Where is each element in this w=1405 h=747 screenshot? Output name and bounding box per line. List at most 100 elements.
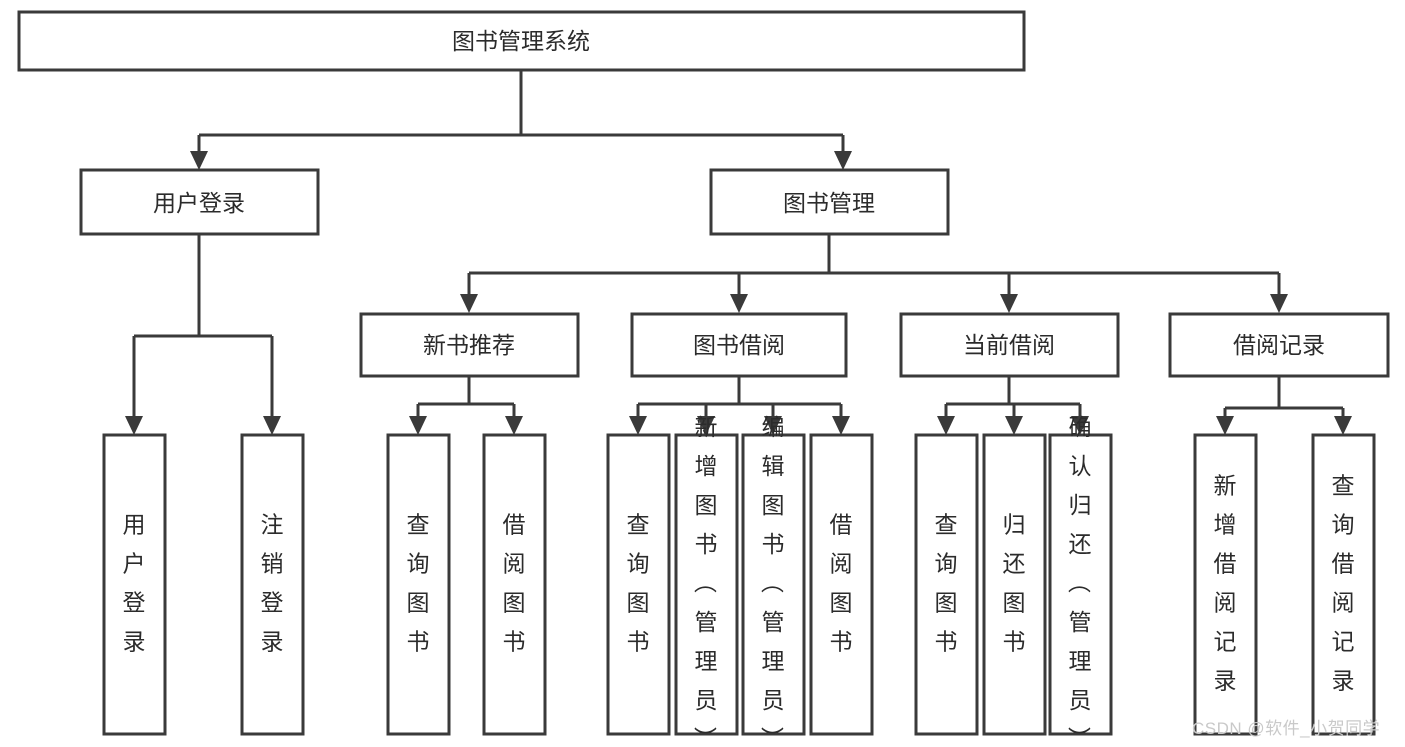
svg-text:询: 询 xyxy=(1332,512,1355,538)
svg-text:录: 录 xyxy=(1214,668,1237,694)
svg-text:新: 新 xyxy=(1214,473,1237,499)
svg-text:还: 还 xyxy=(1003,551,1026,577)
svg-text:员: 员 xyxy=(1069,687,1092,713)
svg-text:登: 登 xyxy=(261,590,284,616)
svg-text:编: 编 xyxy=(762,414,785,440)
svg-text:理: 理 xyxy=(762,648,785,674)
svg-text:询: 询 xyxy=(627,551,650,577)
node-book-manage[interactable]: 图书管理 xyxy=(709,168,950,236)
svg-text:辑: 辑 xyxy=(762,453,785,479)
svg-text:书: 书 xyxy=(935,629,958,655)
leaf-current-borrow-2[interactable] xyxy=(1048,433,1113,736)
svg-text:增: 增 xyxy=(1214,512,1237,538)
leaf-borrow-record-1[interactable] xyxy=(1311,433,1376,736)
connector-book-manage-to-level3 xyxy=(460,234,1288,313)
svg-text:阅: 阅 xyxy=(1332,590,1355,616)
leaf-new-book-0[interactable] xyxy=(386,433,451,736)
svg-text:查: 查 xyxy=(627,512,650,538)
svg-text:管: 管 xyxy=(695,609,718,635)
svg-text:理: 理 xyxy=(1069,648,1092,674)
node-book-manage-label: 图书管理 xyxy=(783,190,875,216)
leaf-book-borrow-3[interactable] xyxy=(809,433,874,736)
leaf-book-borrow-1[interactable] xyxy=(674,433,739,736)
svg-text:销: 销 xyxy=(261,551,284,577)
node-user-login[interactable]: 用户登录 xyxy=(79,168,320,236)
svg-text:图: 图 xyxy=(407,590,430,616)
node-book-borrow[interactable]: 图书借阅 xyxy=(630,312,848,378)
node-new-book-recommend[interactable]: 新书推荐 xyxy=(359,312,580,378)
svg-text:书: 书 xyxy=(695,531,718,557)
svg-text:归: 归 xyxy=(1003,512,1026,538)
svg-text:借: 借 xyxy=(1214,551,1237,577)
leaf-book-borrow-0[interactable] xyxy=(606,433,671,736)
node-book-borrow-label: 图书借阅 xyxy=(693,332,785,358)
svg-text:录: 录 xyxy=(123,629,146,655)
svg-text:借: 借 xyxy=(1332,551,1355,577)
node-root[interactable]: 图书管理系统 xyxy=(17,10,1026,72)
connector-book-borrow-to-leaves xyxy=(629,376,850,435)
connector-current-borrow-to-leaves xyxy=(937,376,1089,435)
svg-text:书: 书 xyxy=(503,629,526,655)
svg-text:管: 管 xyxy=(762,609,785,635)
svg-text:阅: 阅 xyxy=(1214,590,1237,616)
leaf-borrow-record-0[interactable] xyxy=(1193,433,1258,736)
node-borrow-record[interactable]: 借阅记录 xyxy=(1168,312,1390,378)
leaf-user-login-0-label: 用户登录 xyxy=(123,512,146,655)
svg-text:查: 查 xyxy=(935,512,958,538)
svg-text:注: 注 xyxy=(261,512,284,538)
svg-text:查: 查 xyxy=(407,512,430,538)
node-borrow-record-label: 借阅记录 xyxy=(1233,332,1325,358)
svg-text:员: 员 xyxy=(762,687,785,713)
vertical-label-layer: 用户登录注销登录查询图书借阅图书查询图书新增图书（管理员）编辑图书（管理员）借阅… xyxy=(123,414,1355,747)
svg-text:（: （ xyxy=(759,570,785,593)
svg-text:阅: 阅 xyxy=(830,551,853,577)
svg-text:（: （ xyxy=(692,570,718,593)
svg-text:还: 还 xyxy=(1069,531,1092,557)
node-user-login-label: 用户登录 xyxy=(153,190,245,216)
svg-text:图: 图 xyxy=(627,590,650,616)
svg-text:录: 录 xyxy=(261,629,284,655)
svg-text:书: 书 xyxy=(1003,629,1026,655)
svg-text:（: （ xyxy=(1066,570,1092,593)
node-current-borrow[interactable]: 当前借阅 xyxy=(899,312,1120,378)
svg-text:询: 询 xyxy=(935,551,958,577)
svg-text:书: 书 xyxy=(407,629,430,655)
svg-text:书: 书 xyxy=(830,629,853,655)
node-current-borrow-label: 当前借阅 xyxy=(963,332,1055,358)
svg-text:理: 理 xyxy=(695,648,718,674)
svg-text:）: ） xyxy=(1066,726,1092,747)
svg-text:新: 新 xyxy=(695,414,718,440)
leaf-current-borrow-0[interactable] xyxy=(914,433,979,736)
leaf-book-borrow-2[interactable] xyxy=(741,433,806,736)
leaf-user-login-1[interactable] xyxy=(240,433,305,736)
svg-text:确: 确 xyxy=(1069,414,1092,440)
leaf-new-book-1[interactable] xyxy=(482,433,547,736)
svg-text:图: 图 xyxy=(695,492,718,518)
svg-text:记: 记 xyxy=(1332,629,1355,655)
svg-text:询: 询 xyxy=(407,551,430,577)
svg-text:书: 书 xyxy=(627,629,650,655)
leaf-current-borrow-1[interactable] xyxy=(982,433,1047,736)
svg-text:）: ） xyxy=(692,726,718,747)
svg-text:阅: 阅 xyxy=(503,551,526,577)
svg-text:借: 借 xyxy=(830,512,853,538)
svg-text:图: 图 xyxy=(830,590,853,616)
leaf-user-login-0[interactable] xyxy=(102,433,167,736)
svg-text:增: 增 xyxy=(695,453,718,479)
svg-text:用: 用 xyxy=(123,512,146,538)
svg-text:）: ） xyxy=(759,726,785,747)
node-root-label: 图书管理系统 xyxy=(452,28,590,54)
